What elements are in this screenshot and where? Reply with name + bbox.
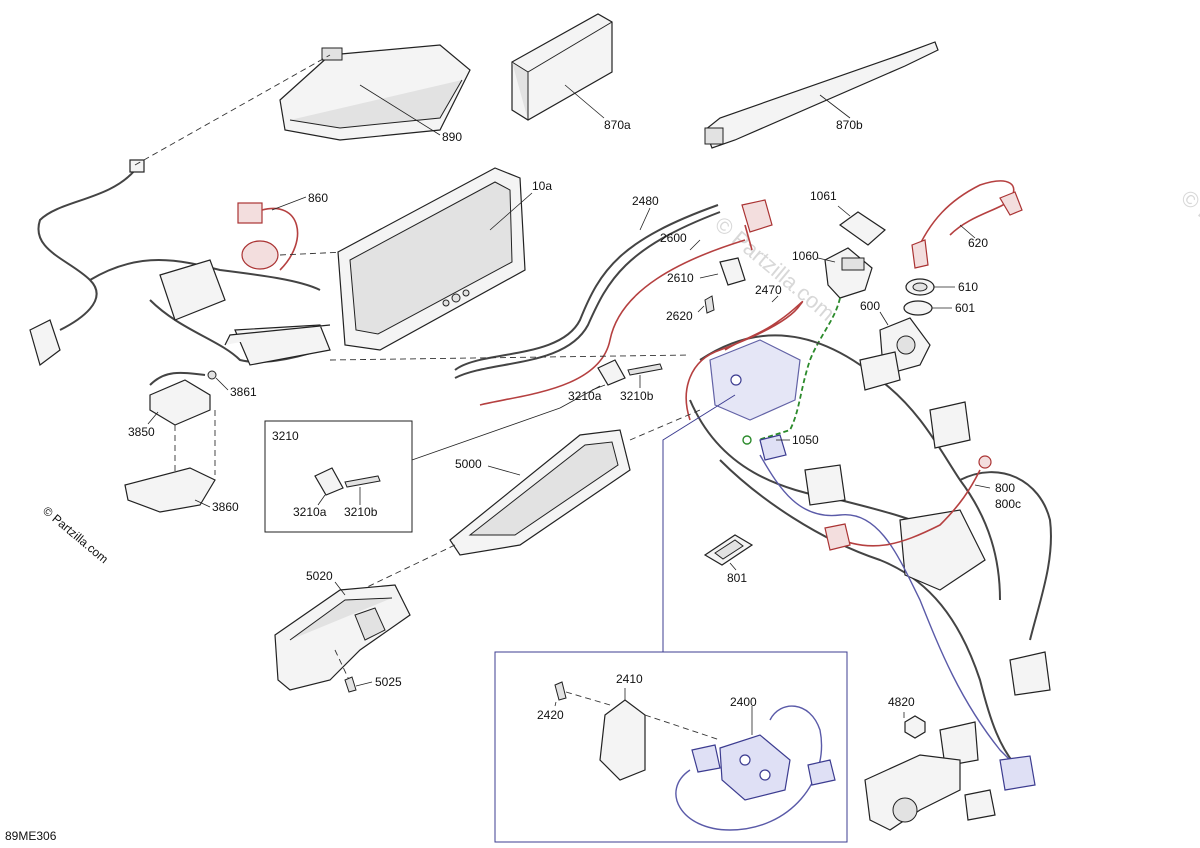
part-2470-wire[interactable] [685, 300, 804, 421]
part-main-harness[interactable] [689, 334, 1052, 821]
callout-860: 860 [308, 191, 328, 205]
callout-800c: 800c [995, 497, 1021, 511]
part-2420-screw[interactable] [554, 681, 567, 701]
callout-10a: 10a [532, 179, 552, 193]
part-610-nut[interactable] [905, 278, 935, 296]
part-601-ring[interactable] [903, 300, 933, 316]
part-2620-pin[interactable] [704, 295, 715, 314]
part-2400-switch-harness[interactable] [675, 705, 836, 831]
part-620-lanyard[interactable] [911, 180, 1023, 269]
part-10a-display[interactable] [337, 167, 526, 351]
part-4820-nut[interactable] [904, 715, 926, 739]
callout-870a: 870a [604, 118, 631, 132]
inset-2400: 2420 2410 2400 [494, 651, 848, 843]
part-1061-cap[interactable] [838, 211, 886, 246]
callout-890: 890 [442, 130, 462, 144]
part-3860-bracket[interactable] [124, 467, 216, 513]
callout-2600: 2600 [660, 231, 687, 245]
part-3850-module[interactable] [149, 371, 211, 426]
part-800-cable[interactable] [824, 455, 992, 551]
part-lower-bracket[interactable] [864, 754, 961, 831]
callout-601: 601 [955, 301, 975, 315]
callout-5025: 5025 [375, 675, 402, 689]
part-2610-clip[interactable] [719, 257, 746, 286]
callout-1060: 1060 [792, 249, 819, 263]
part-5025-screw[interactable] [344, 676, 357, 693]
part-801-gasket[interactable] [703, 534, 754, 566]
callout-2620: 2620 [666, 309, 693, 323]
callout-2610: 2610 [667, 271, 694, 285]
part-870b-cable-tie[interactable] [704, 41, 939, 149]
callout-600: 600 [860, 299, 880, 313]
callout-3210b-top: 3210b [620, 389, 654, 403]
part-blue-harness[interactable] [759, 454, 1036, 791]
callout-801: 801 [727, 571, 747, 585]
callout-3861: 3861 [230, 385, 257, 399]
part-890-cover[interactable] [279, 44, 471, 141]
diagram-code: 89ME306 [5, 829, 57, 843]
inset-3210: 3210 3210a 3210b [264, 420, 413, 533]
callout-2420: 2420 [537, 708, 564, 722]
callout-3210-box: 3210 [272, 429, 299, 443]
callout-5000: 5000 [455, 457, 482, 471]
callout-2480: 2480 [632, 194, 659, 208]
callout-1050: 1050 [792, 433, 819, 447]
part-left-harness[interactable] [29, 159, 331, 367]
callout-3850: 3850 [128, 425, 155, 439]
callout-4820: 4820 [888, 695, 915, 709]
callout-2410: 2410 [616, 672, 643, 686]
part-1060-switch[interactable] [824, 247, 873, 299]
part-3210b-terminal[interactable] [627, 363, 663, 376]
callout-610: 610 [958, 280, 978, 294]
callout-3210b-box: 3210b [344, 505, 378, 519]
watermark: © Partzilla.com [1176, 185, 1200, 299]
part-1050-connector[interactable] [742, 434, 787, 461]
callout-3210a-box: 3210a [293, 505, 327, 519]
callout-800: 800 [995, 481, 1015, 495]
callout-2400: 2400 [730, 695, 757, 709]
callout-1061: 1061 [810, 189, 837, 203]
part-2410-cover[interactable] [599, 699, 646, 781]
part-5020-bracket[interactable] [274, 584, 411, 691]
copyright-text: © Partzilla.com [40, 504, 111, 567]
part-860-connector[interactable] [237, 202, 299, 271]
callout-620: 620 [968, 236, 988, 250]
part-blue-module[interactable] [709, 339, 801, 421]
part-3210a-connector-inset[interactable] [314, 467, 344, 496]
callout-5020: 5020 [306, 569, 333, 583]
part-3861-screw[interactable] [207, 370, 217, 380]
callout-2470: 2470 [755, 283, 782, 297]
callout-3210a-top: 3210a [568, 389, 602, 403]
callout-870b: 870b [836, 118, 863, 132]
part-3210a-connector[interactable] [597, 359, 626, 386]
callout-3860: 3860 [212, 500, 239, 514]
part-870a-foam[interactable] [511, 13, 613, 121]
part-3210b-terminal-inset[interactable] [344, 475, 381, 488]
part-2600-wire[interactable] [479, 199, 773, 406]
part-5000-tray[interactable] [449, 429, 631, 556]
